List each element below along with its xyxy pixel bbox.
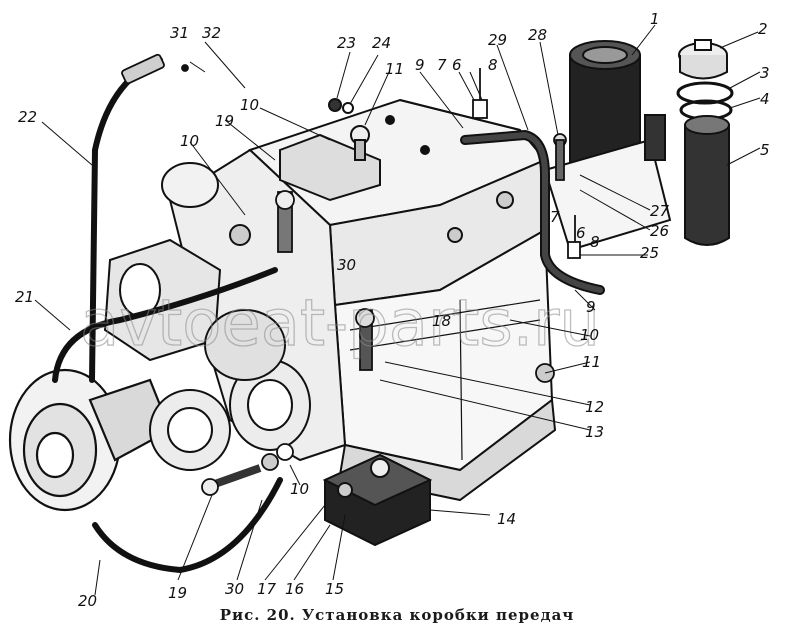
callout-26: 26	[650, 222, 669, 240]
callout-27: 27	[650, 202, 670, 220]
valve-block	[322, 453, 433, 547]
callout-8-top: 8	[488, 56, 498, 74]
callout-28: 28	[528, 26, 547, 44]
leader-lines	[34, 24, 761, 596]
callout-21: 21	[15, 288, 34, 306]
callout-numbers: 1 2 3 4 5 6 6 7 7 8 8 9 9 10 10 10 10 11…	[15, 10, 770, 610]
callout-6-right: 6	[576, 224, 586, 242]
callout-18: 18	[432, 312, 451, 330]
callout-12: 12	[585, 398, 604, 416]
callout-24: 24	[372, 34, 391, 52]
callout-4: 4	[760, 90, 770, 108]
callout-10-left: 10	[180, 132, 199, 150]
callout-17: 17	[257, 580, 277, 598]
callout-30-mid: 30	[337, 256, 356, 274]
callout-13: 13	[585, 423, 604, 441]
callout-16: 16	[285, 580, 304, 598]
callout-2: 2	[758, 20, 768, 38]
callout-10-top: 10	[240, 96, 259, 114]
oil-pipe	[460, 129, 605, 295]
callout-23: 23	[337, 34, 356, 52]
callout-11-top: 11	[385, 60, 404, 78]
callout-7-top: 7	[437, 56, 447, 74]
callout-29: 29	[488, 31, 507, 49]
callout-19-bottom: 19	[168, 584, 187, 602]
callout-5: 5	[760, 141, 770, 159]
watermark: avtoeat-parts.ru	[80, 287, 600, 361]
top-bracket	[279, 98, 381, 202]
callout-14: 14	[497, 510, 516, 528]
callout-1: 1	[650, 10, 660, 28]
callout-3: 3	[760, 64, 770, 82]
callout-22: 22	[18, 108, 37, 126]
callout-9-right: 9	[586, 298, 596, 316]
drive-flange	[8, 368, 172, 512]
callout-31: 31	[170, 24, 189, 42]
callout-20: 20	[78, 592, 97, 610]
callout-9-top: 9	[415, 56, 425, 74]
callout-32: 32	[202, 24, 221, 42]
oil-filter-housing	[543, 40, 672, 252]
callout-7-right: 7	[550, 208, 560, 226]
callout-6-top: 6	[452, 56, 462, 74]
filter-parts	[676, 39, 734, 246]
callout-10-bottom: 10	[290, 480, 309, 498]
figure-caption: Рис. 20. Установка коробки передач	[219, 606, 575, 624]
callout-10-right: 10	[580, 326, 599, 344]
fittings	[121, 53, 581, 496]
callout-25: 25	[640, 244, 659, 262]
callout-15: 15	[325, 580, 344, 598]
output-housings	[149, 309, 311, 471]
callout-11-right: 11	[582, 353, 601, 371]
callout-19-top: 19	[215, 112, 234, 130]
callout-30-bottom: 30	[225, 580, 244, 598]
pump-unit	[103, 162, 251, 362]
callout-8-right: 8	[590, 233, 600, 251]
